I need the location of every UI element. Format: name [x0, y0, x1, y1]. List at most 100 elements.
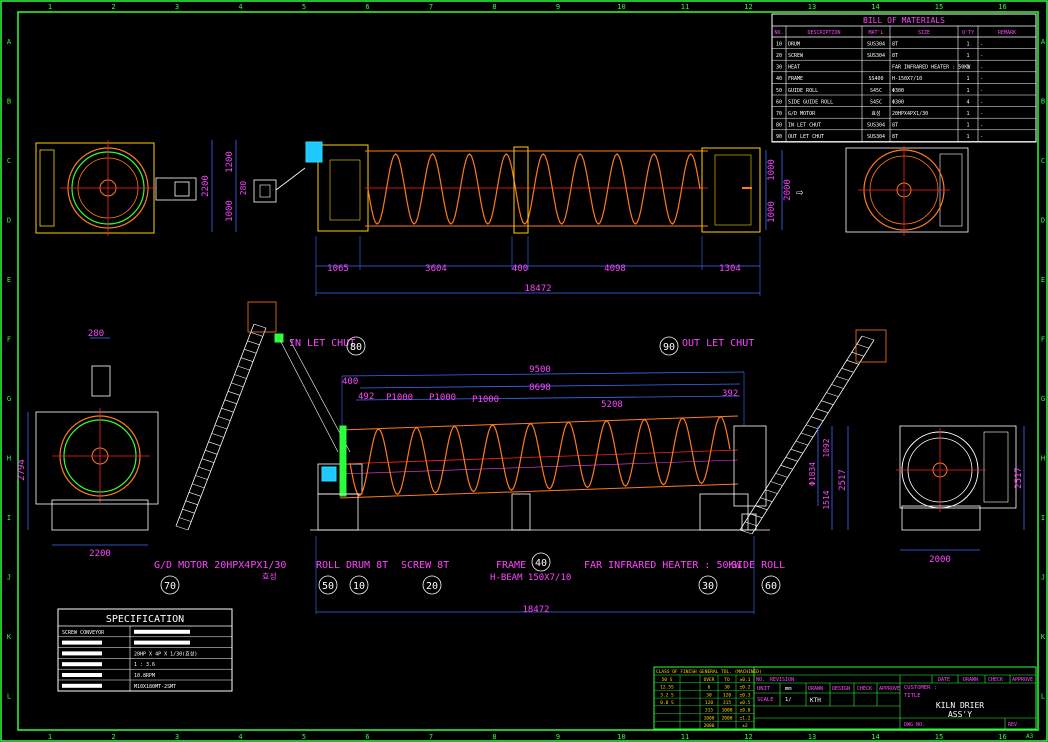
- dim-total-elev: 18472: [522, 605, 549, 615]
- grid-col-bottom: 14: [871, 733, 879, 741]
- bom-cell: -: [980, 99, 983, 105]
- grid-row-left: F: [7, 336, 11, 344]
- grid-col-top: 15: [935, 3, 943, 11]
- grid-col-top: 5: [302, 3, 306, 11]
- dim-1092: 1092: [822, 438, 831, 457]
- grid-col-bottom: 3: [175, 733, 179, 741]
- dim-280: 280: [239, 181, 248, 196]
- title-block: CLASS OF FINISH GENERAL TOL. (MACHINED) …: [653, 666, 1037, 740]
- balloon-50: 50: [322, 581, 334, 592]
- label-roll: ROLL: [316, 560, 340, 571]
- tol-cell: TO: [724, 677, 730, 683]
- top-dims: 1065 3604 400 4098 1304 18472 1000 2000 …: [315, 150, 804, 296]
- dim-2794: 2794: [17, 459, 27, 481]
- bom-cell: 4: [966, 99, 969, 105]
- grid-row-left: G: [7, 395, 11, 403]
- grid-row-left: K: [7, 633, 12, 641]
- dim-1065: 1065: [327, 264, 349, 274]
- grid-row-right: H: [1041, 455, 1045, 463]
- grid-col-bottom: 10: [617, 733, 625, 741]
- label-outlet: OUT LET CHUT: [682, 338, 754, 349]
- dim-4098: 4098: [604, 264, 626, 274]
- bom-cell: 50: [776, 88, 782, 94]
- label-frame-beam: H-BEAM 150X7/10: [490, 573, 571, 583]
- bom-cell: H-150X7/10: [892, 76, 922, 82]
- dim-total-top: 18472: [524, 284, 551, 294]
- bom-cell: 90: [776, 134, 782, 140]
- balloon-60: 60: [765, 581, 777, 592]
- tol-cell: ±0.3: [740, 692, 751, 698]
- bom-cell: 20HPX4PX1/30: [892, 111, 928, 117]
- bom-cell: 40: [776, 76, 782, 82]
- callouts: IN LET CHUT 80 90 OUT LET CHUT G/D MOTOR…: [154, 336, 785, 595]
- elevation-main: [310, 415, 770, 531]
- bom-header-cell: MAT'L: [868, 30, 883, 36]
- bom-cell: SS400: [868, 76, 883, 82]
- grid-row-right: K: [1041, 633, 1046, 641]
- bom-cell: SUS304: [867, 123, 885, 129]
- spec-label-redacted: [62, 683, 102, 688]
- balloon-40: 40: [535, 558, 547, 569]
- tol-cell: 2000: [704, 723, 715, 729]
- tb-rev-label: REV: [1008, 722, 1017, 728]
- bom-cell: 1: [966, 41, 969, 47]
- tb-no-label: NO.: [756, 677, 765, 683]
- tb-approve-label: APPROVE: [879, 686, 900, 692]
- bom-cell: 1: [966, 111, 969, 117]
- grid-col-top: 8: [492, 3, 496, 11]
- spec-label-redacted: [62, 640, 102, 645]
- tol-cell: 2000: [722, 715, 733, 721]
- balloon-30: 30: [702, 581, 714, 592]
- spec-value: 20HP X 4P X 1/30(효성): [134, 650, 197, 657]
- bom-cell: -: [980, 134, 983, 140]
- spec-label-redacted: [62, 651, 102, 656]
- tb-check-top: CHECK: [988, 677, 1003, 683]
- bom-cell: 80: [776, 123, 782, 129]
- bom-cell: SIDE GUIDE ROLL: [788, 99, 833, 105]
- bom-cell: SUS304: [867, 134, 885, 140]
- dim-2517-far: 2517: [1014, 467, 1024, 489]
- bom-cell: 1: [966, 88, 969, 94]
- bom-cell: -: [980, 65, 983, 71]
- bom-cell: DRUM: [788, 41, 800, 47]
- bom-header-cell: DESCRIPTION: [807, 30, 840, 36]
- grid-row-right: G: [1041, 395, 1045, 403]
- bom-cell: S45C: [870, 99, 882, 105]
- bom-cell: -: [980, 111, 983, 117]
- dim-5208: 5208: [601, 400, 623, 410]
- tb-scale-label: SCALE: [757, 697, 774, 703]
- view-arrow-icon: ⇨: [796, 185, 804, 199]
- grid-row-right: D: [1041, 217, 1045, 225]
- bom-cell: 8T: [892, 53, 898, 59]
- tb-subtitle: ASS'Y: [948, 710, 972, 719]
- dim-1000-r1: 1000: [767, 159, 777, 181]
- grid-col-top: 14: [871, 3, 879, 11]
- tol-cell: 315: [723, 700, 731, 706]
- tb-design-label: DESIGN: [832, 686, 850, 692]
- tb-title-label: TITLE: [904, 693, 921, 699]
- dim-1000-r2: 1000: [767, 201, 777, 223]
- dim-1000: 1000: [225, 200, 235, 222]
- dim-2200-left: 2200: [89, 549, 111, 559]
- tol-cell: 50 S: [662, 677, 673, 683]
- bom-cell: 8T: [892, 41, 898, 47]
- grid-row-right: E: [1041, 276, 1045, 284]
- grid-row-left: I: [7, 514, 11, 522]
- spec-value: M10X180MT-2SMT: [134, 684, 176, 690]
- grid-col-top: 10: [617, 3, 625, 11]
- bom-cell: G/D MOTOR: [788, 111, 816, 117]
- bom-cell: 1: [966, 123, 969, 129]
- tb-revision-label: REVISION: [770, 677, 794, 683]
- grid-row-right: L: [1041, 693, 1045, 701]
- bom-cell: -: [980, 88, 983, 94]
- bom-cell: SUS304: [867, 53, 885, 59]
- grid-col-top: 9: [556, 3, 560, 11]
- grid-row-right: J: [1041, 574, 1045, 582]
- grid-row-left: B: [7, 98, 11, 106]
- spec-label-redacted: [62, 673, 102, 677]
